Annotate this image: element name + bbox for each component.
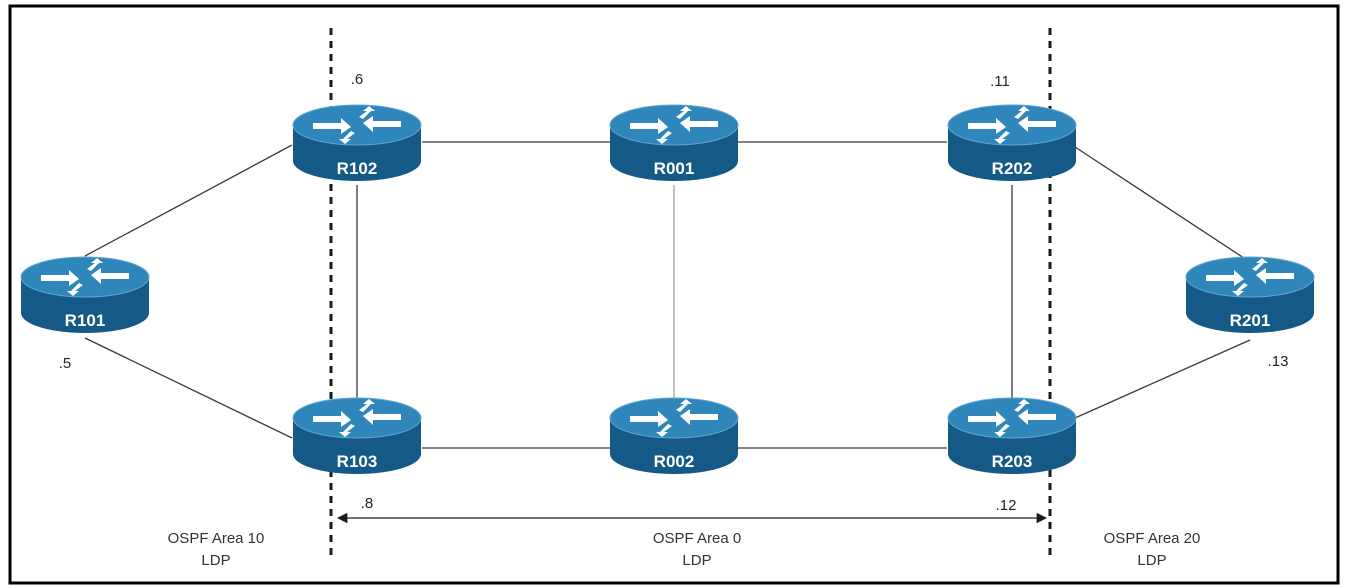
link-r101-r103 bbox=[84, 337, 293, 439]
addr-r102: .6 bbox=[351, 71, 364, 88]
router-label: R202 bbox=[992, 159, 1033, 178]
router-top bbox=[1185, 256, 1315, 298]
router-top bbox=[609, 397, 739, 439]
router-top bbox=[292, 397, 422, 439]
area10-protocol: LDP bbox=[201, 552, 230, 569]
router-r002[interactable]: R002 bbox=[609, 397, 739, 474]
addr-r202: .11 bbox=[990, 73, 1010, 90]
addr-r201: .13 bbox=[1268, 353, 1289, 370]
router-r001[interactable]: R001 bbox=[609, 104, 739, 181]
router-r203[interactable]: R203 bbox=[947, 397, 1077, 474]
router-arrows-icon bbox=[41, 258, 129, 296]
router-label: R102 bbox=[337, 159, 378, 178]
router-label: R201 bbox=[1230, 311, 1271, 330]
router-top bbox=[20, 256, 150, 298]
router-r101[interactable]: R101 bbox=[20, 256, 150, 333]
router-label: R203 bbox=[992, 452, 1033, 471]
router-label: R101 bbox=[65, 311, 106, 330]
links-layer bbox=[84, 141, 1251, 449]
router-label: R002 bbox=[654, 452, 695, 471]
area0-protocol: LDP bbox=[682, 552, 711, 569]
area20-name: OSPF Area 20 bbox=[1104, 530, 1201, 547]
area20-protocol: LDP bbox=[1137, 552, 1166, 569]
router-r202[interactable]: R202 bbox=[947, 104, 1077, 181]
router-top bbox=[947, 397, 1077, 439]
area0-name: OSPF Area 0 bbox=[653, 530, 741, 547]
router-label: R103 bbox=[337, 452, 378, 471]
router-r102[interactable]: R102 bbox=[292, 104, 422, 181]
router-arrows-icon bbox=[313, 399, 401, 437]
router-top bbox=[609, 104, 739, 146]
router-arrows-icon bbox=[1206, 258, 1294, 296]
addr-r203: .12 bbox=[996, 497, 1017, 514]
router-arrows-icon bbox=[968, 106, 1056, 144]
router-arrows-icon bbox=[968, 399, 1056, 437]
router-label: R001 bbox=[654, 159, 695, 178]
router-arrows-icon bbox=[630, 399, 718, 437]
router-top bbox=[292, 104, 422, 146]
router-top bbox=[947, 104, 1077, 146]
area10-name: OSPF Area 10 bbox=[168, 530, 265, 547]
link-r203-r201 bbox=[1074, 339, 1251, 419]
addr-r101: .5 bbox=[59, 355, 72, 372]
router-r103[interactable]: R103 bbox=[292, 397, 422, 474]
router-arrows-icon bbox=[630, 106, 718, 144]
router-r201[interactable]: R201 bbox=[1185, 256, 1315, 333]
router-arrows-icon bbox=[313, 106, 401, 144]
addr-r103: .8 bbox=[361, 495, 374, 512]
link-r101-r102 bbox=[84, 144, 293, 257]
link-r202-r201 bbox=[1071, 144, 1251, 263]
